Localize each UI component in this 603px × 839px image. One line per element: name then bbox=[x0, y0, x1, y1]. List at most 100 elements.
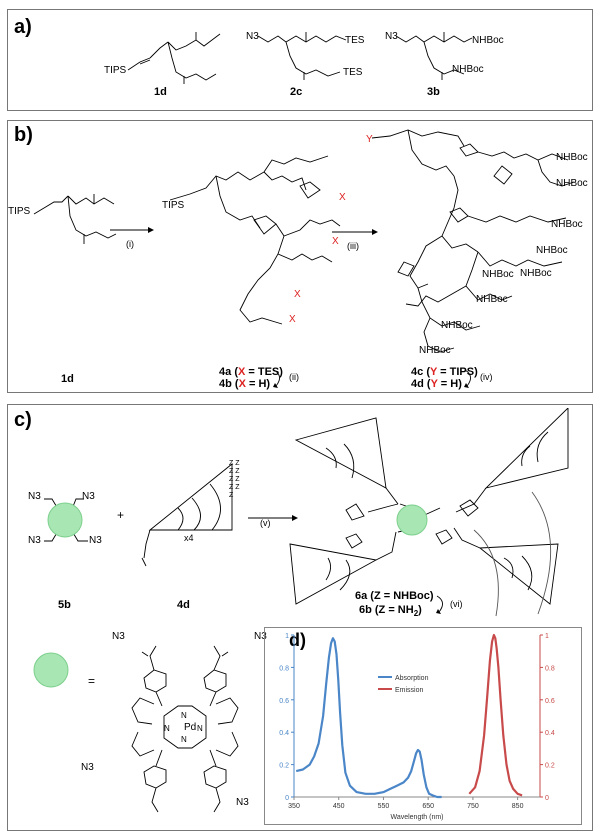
reagent-ii: (ii) bbox=[289, 372, 299, 382]
mid-x-2: X bbox=[332, 236, 339, 247]
y-tick-label-right: 0 bbox=[545, 795, 549, 802]
y-tick-label-left: 0 bbox=[285, 795, 289, 802]
end-nhboc-9: NHBoc bbox=[419, 345, 451, 356]
y-tick-label-left: 0.2 bbox=[279, 763, 289, 770]
core-5b bbox=[44, 498, 88, 542]
y-tick-label-right: 0.8 bbox=[545, 665, 555, 672]
product-core-circle bbox=[396, 504, 428, 536]
structure-4a bbox=[169, 155, 341, 325]
legend-label-emission: Emission bbox=[395, 687, 424, 694]
y-tick-label-right: 1 bbox=[545, 633, 549, 640]
end-y: Y bbox=[366, 134, 373, 145]
arrow-i bbox=[110, 227, 154, 233]
x-tick-label: 350 bbox=[288, 803, 300, 810]
panel-c-label: c) bbox=[14, 409, 32, 431]
azide-5b-1: N3 bbox=[28, 491, 41, 502]
label-4d-c: 4d bbox=[177, 599, 190, 611]
structure-1d-b bbox=[33, 194, 117, 244]
arrow-iii bbox=[332, 229, 378, 235]
y-tick-label-right: 0.4 bbox=[545, 730, 555, 737]
porph-n3-1: N3 bbox=[112, 631, 125, 642]
structure-4c bbox=[371, 129, 575, 353]
core-legend-circle bbox=[33, 652, 69, 688]
dendron-z-stack: Z Z Z Z Z Z Z Z Z bbox=[229, 460, 240, 499]
arrow-ii bbox=[273, 369, 280, 388]
porph-n3-3: N3 bbox=[81, 762, 94, 773]
compound-2c-azide: N3 bbox=[246, 31, 259, 42]
porph-n-1: N bbox=[164, 724, 170, 733]
reagent-v: (v) bbox=[260, 518, 271, 528]
porph-n3-2: N3 bbox=[254, 631, 267, 642]
x-tick-label: 750 bbox=[467, 803, 479, 810]
arrow-v bbox=[248, 515, 298, 521]
core-5b-circle bbox=[47, 502, 83, 538]
product-6 bbox=[289, 408, 569, 617]
end-nhboc-2: NHBoc bbox=[556, 178, 588, 189]
compound-3b-azide: N3 bbox=[385, 31, 398, 42]
product-6a: 6a (Z = NHBoc) bbox=[355, 590, 434, 602]
y-tick-label-left: 0.4 bbox=[279, 730, 289, 737]
porph-pd: Pd bbox=[184, 722, 197, 733]
mid-tips: TIPS bbox=[162, 200, 185, 211]
porph-n-3: N bbox=[181, 711, 187, 720]
label-4d: 4d (Y = H) bbox=[411, 378, 462, 390]
dendron-4d bbox=[141, 463, 233, 567]
product-6b: 6b (Z = NH2) bbox=[359, 604, 422, 619]
legend-label-absorption: Absorption bbox=[395, 675, 429, 682]
x-tick-label: 550 bbox=[378, 803, 390, 810]
y-tick-label-left: 0.6 bbox=[279, 698, 289, 705]
label-5b: 5b bbox=[58, 599, 71, 611]
compound-1d-tips: TIPS bbox=[104, 65, 127, 76]
end-nhboc-4: NHBoc bbox=[536, 245, 568, 256]
porph-n3-4: N3 bbox=[236, 797, 249, 808]
mid-x-1: X bbox=[339, 192, 346, 203]
reagent-i: (i) bbox=[126, 239, 134, 249]
y-tick-label-right: 0.2 bbox=[545, 763, 555, 770]
end-nhboc-6: NHBoc bbox=[482, 269, 514, 280]
y-tick-label-right: 0.6 bbox=[545, 698, 555, 705]
azide-5b-3: N3 bbox=[28, 535, 41, 546]
reagent-iii: (iii) bbox=[347, 241, 359, 251]
reagent-iv: (iv) bbox=[480, 372, 493, 382]
porph-n-4: N bbox=[181, 735, 187, 744]
y-tick-label-left: 1 bbox=[285, 633, 289, 640]
label-4a: 4a (X = TES) bbox=[219, 366, 283, 378]
panel-c bbox=[7, 404, 593, 831]
x-tick-label: 450 bbox=[333, 803, 345, 810]
compound-3b-nhboc-2: NHBoc bbox=[452, 64, 484, 75]
azide-5b-4: N3 bbox=[89, 535, 102, 546]
x-tick-label: 850 bbox=[512, 803, 524, 810]
series-line-absorption bbox=[295, 637, 442, 799]
end-nhboc-8: NHBoc bbox=[441, 320, 473, 331]
x-axis-label: Wavelength (nm) bbox=[390, 814, 443, 821]
panel-a bbox=[7, 9, 593, 111]
end-nhboc-5: NHBoc bbox=[520, 268, 552, 279]
compound-2c-tes-2: TES bbox=[343, 67, 363, 78]
structure-3b bbox=[395, 32, 473, 80]
azide-5b-2: N3 bbox=[82, 491, 95, 502]
end-nhboc-1: NHBoc bbox=[556, 152, 588, 163]
arrow-vi bbox=[436, 595, 443, 614]
mid-x-4: X bbox=[289, 314, 296, 325]
x-tick-label: 650 bbox=[422, 803, 434, 810]
arrow-iv bbox=[464, 369, 471, 388]
label-4b: 4b (X = H) bbox=[219, 378, 271, 390]
compound-3b-nhboc-1: NHBoc bbox=[472, 35, 504, 46]
porph-n-2: N bbox=[197, 724, 203, 733]
end-nhboc-7: NHBoc bbox=[476, 294, 508, 305]
structure-1d bbox=[127, 32, 221, 84]
mid-x-3: X bbox=[294, 289, 301, 300]
panel-d bbox=[264, 627, 582, 825]
panel-b bbox=[7, 120, 593, 393]
compound-2c-label: 2c bbox=[290, 86, 303, 98]
label-1d-b: 1d bbox=[61, 373, 74, 385]
panel-a-label: a) bbox=[14, 16, 32, 38]
porphyrin-structure bbox=[131, 645, 239, 813]
compound-2c-tes-1: TES bbox=[345, 35, 365, 46]
reagent-vi: (vi) bbox=[450, 599, 463, 609]
core-legend bbox=[33, 652, 69, 688]
series-line-emission bbox=[468, 633, 523, 797]
compound-3b-label: 3b bbox=[427, 86, 440, 98]
equals-sign: = bbox=[88, 674, 96, 688]
